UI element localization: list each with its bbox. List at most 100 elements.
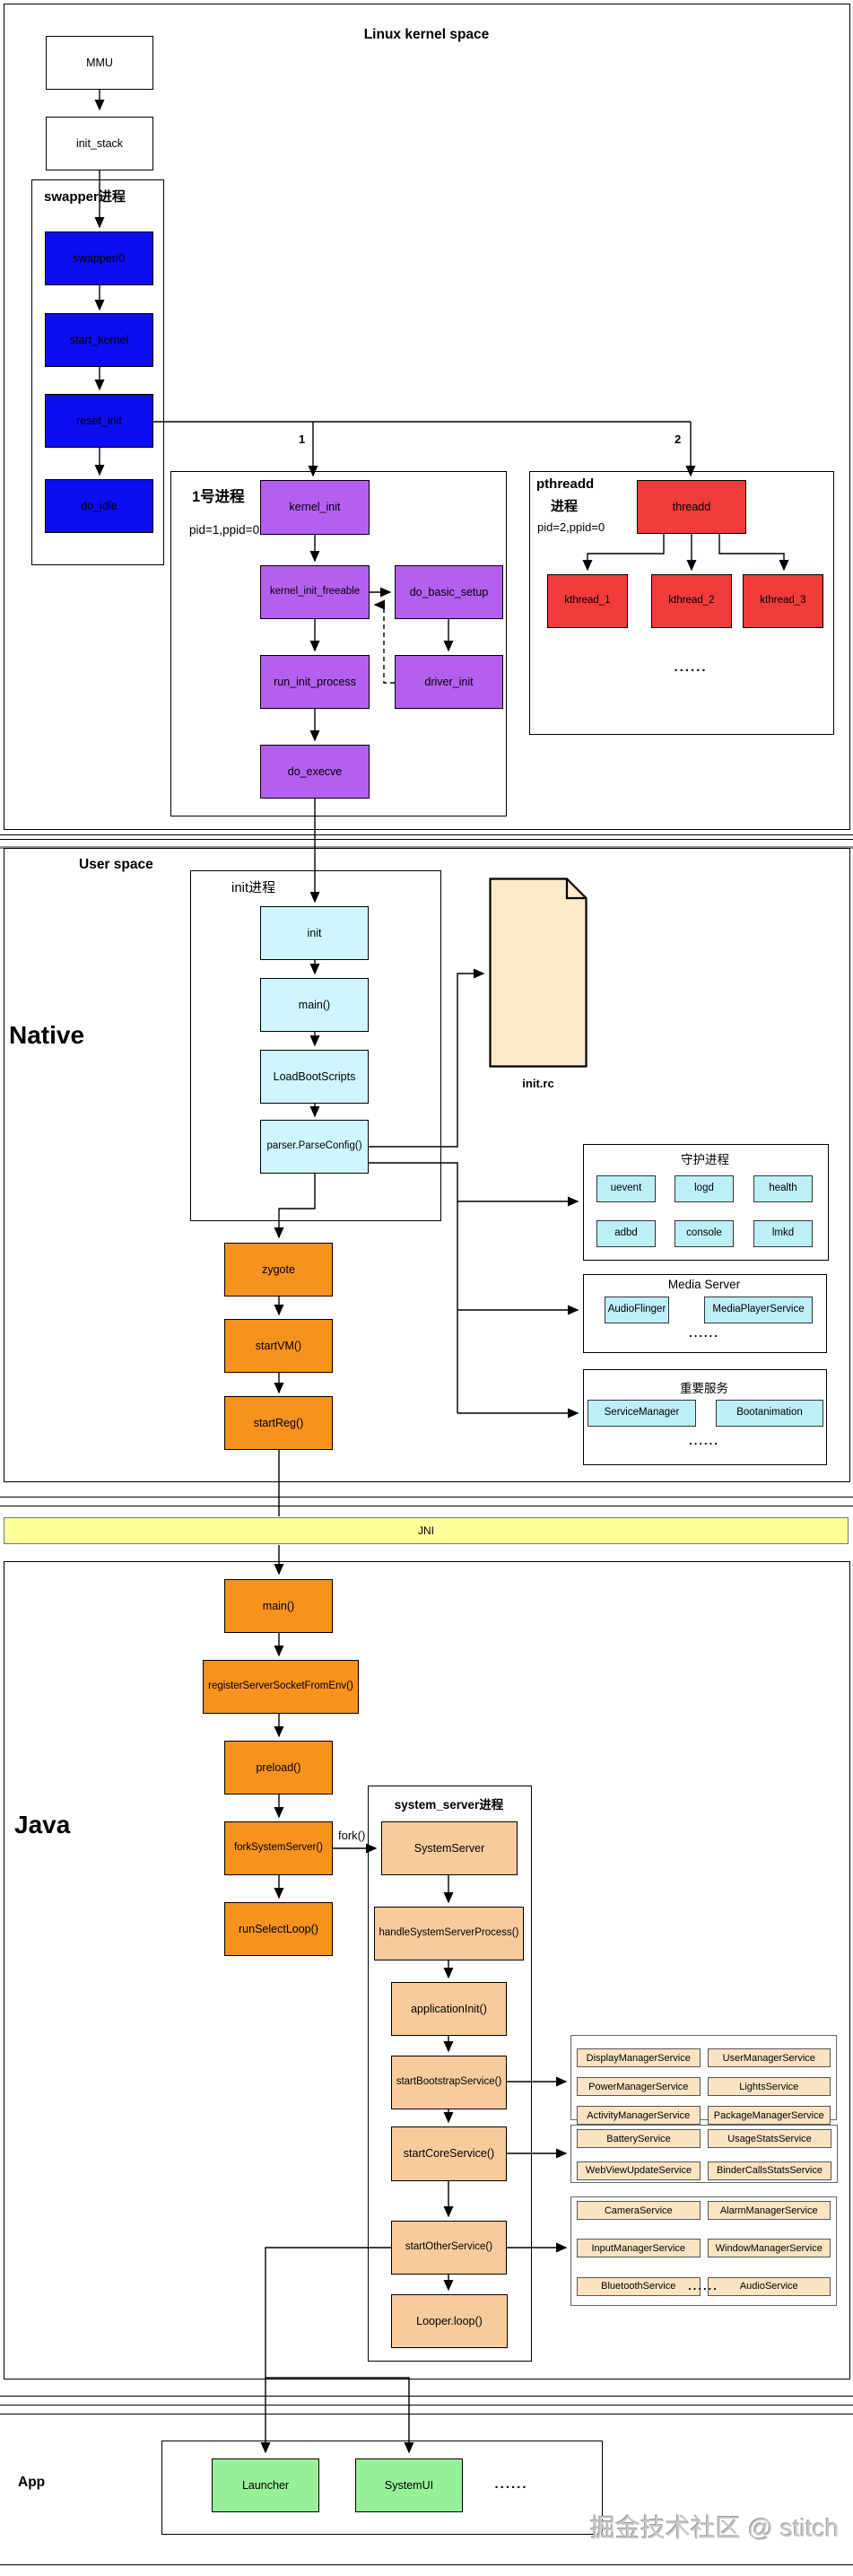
registerserversocketfromenv-node: registerServerSocketFromEnv(): [203, 1660, 359, 1714]
service-item: LightsService: [707, 2077, 831, 2096]
pthreadd-title-line1: pthreadd: [536, 476, 595, 492]
other-services-ellipsis: ......: [688, 2279, 718, 2292]
kthread2-node: kthread_2: [651, 574, 732, 628]
service-item: BinderCallsStatsService: [708, 2161, 831, 2180]
system-server-title: system_server进程: [394, 1798, 504, 1812]
pid1-process-title: 1号进程: [192, 489, 245, 505]
separator-line: [0, 839, 853, 840]
startbootstrapservice-node: startBootstrapService(): [391, 2056, 507, 2109]
console-node: console: [675, 1220, 734, 1247]
service-item: AudioService: [707, 2276, 831, 2296]
daemon-group-container: [583, 1144, 829, 1261]
lmkd-node: lmkd: [753, 1220, 813, 1247]
applicationinit-node: applicationInit(): [391, 1982, 507, 2036]
loadbootscripts-node: LoadBootScripts: [260, 1050, 369, 1104]
user-space-label: User space: [79, 857, 153, 872]
preload-node: preload(): [224, 1741, 333, 1794]
init-rc-label: init.rc: [522, 1077, 554, 1090]
init-rc-document: [489, 878, 588, 1068]
uevent-node: uevent: [596, 1175, 656, 1202]
pid1-pid-text: pid=1,ppid=0: [189, 523, 260, 537]
app-ellipsis: ......: [494, 2476, 528, 2492]
zygote-node: zygote: [224, 1243, 333, 1297]
handlesystemserverprocess-node: handleSystemServerProcess(): [374, 1907, 524, 1960]
init-process-container: [190, 870, 441, 1221]
native-section-label: Native: [9, 1021, 85, 1049]
pid1-process-container: [170, 471, 507, 816]
other-services-group: CameraService AlarmManagerService InputM…: [570, 2196, 837, 2306]
service-item: AlarmManagerService: [707, 2201, 831, 2220]
startcoreservice-node: startCoreService(): [391, 2126, 507, 2181]
mmu-node: MMU: [46, 36, 153, 90]
core-services-group: BatteryService UsageStatsService WebView…: [570, 2125, 838, 2183]
separator-line: [0, 834, 853, 835]
driver-init-node: driver_init: [395, 655, 503, 709]
run-init-process-node: run_init_process: [260, 655, 370, 709]
kernel-init-freeable-node: kernel_init_freeable: [260, 565, 370, 619]
kthread3-node: kthread_3: [743, 574, 823, 628]
service-item: CameraService: [577, 2201, 701, 2220]
kthread1-node: kthread_1: [547, 574, 628, 628]
startotherservice-node: startOtherService(): [391, 2221, 507, 2275]
audioflinger-node: AudioFlinger: [605, 1297, 669, 1323]
adbd-node: adbd: [596, 1220, 656, 1247]
runselectloop-node: runSelectLoop(): [224, 1902, 333, 1956]
kernel-section-title: Linux kernel space: [363, 27, 490, 42]
service-item: WindowManagerService: [707, 2239, 831, 2258]
separator-line: [0, 2405, 853, 2406]
jni-bar: JNI: [4, 1517, 849, 1544]
branch-label-1: 1: [299, 432, 306, 446]
do-execve-node: do_execve: [260, 745, 370, 799]
systemserver-node: SystemServer: [381, 1821, 518, 1875]
pthreadd-ellipsis: ......: [674, 659, 708, 675]
java-section: [4, 1561, 850, 2380]
swapper-process-title: swapper进程: [44, 189, 126, 205]
service-item: PackageManagerService: [707, 2106, 831, 2125]
mediaplayerservice-node: MediaPlayerService: [704, 1297, 813, 1323]
page-bottom-line: [0, 2564, 853, 2565]
app-container: [161, 2441, 603, 2535]
pthreadd-pid-text: pid=2,ppid=0: [537, 520, 605, 534]
media-server-title: Media Server: [667, 1278, 741, 1291]
swapper0-node: swapper/0: [45, 231, 153, 285]
threadd-node: threadd: [637, 480, 746, 534]
startreg-node: startReg(): [224, 1396, 333, 1450]
jni-label: JNI: [418, 1524, 434, 1537]
service-item: UserManagerService: [707, 2048, 831, 2067]
bootanimation-node: Bootanimation: [716, 1400, 823, 1427]
important-services-ellipsis: ......: [689, 1434, 719, 1447]
kernel-space-section: [4, 4, 850, 830]
branch-label-2: 2: [675, 432, 682, 446]
logd-node: logd: [675, 1175, 734, 1202]
reset-init-node: reset_init: [45, 394, 153, 448]
init-node: init: [260, 906, 369, 960]
service-item: DisplayManagerService: [577, 2048, 701, 2067]
important-services-container: [583, 1369, 827, 1465]
parser-parseconfig-node: parser.ParseConfig(): [260, 1120, 369, 1174]
service-item: PowerManagerService: [577, 2077, 701, 2096]
media-server-container: [583, 1274, 827, 1353]
separator-line: [0, 1497, 853, 1498]
startvm-node: startVM(): [224, 1319, 333, 1373]
forksystemserver-node: forkSystemServer(): [224, 1821, 333, 1875]
service-item: BluetoothService: [577, 2276, 701, 2296]
health-node: health: [753, 1175, 813, 1202]
main-node-java: main(): [224, 1579, 333, 1633]
init-stack-node: init_stack: [46, 117, 153, 170]
bootstrap-services-group: DisplayManagerService UserManagerService…: [570, 2035, 837, 2125]
important-services-title: 重要服务: [680, 1382, 728, 1395]
daemon-group-title: 守护进程: [681, 1153, 729, 1166]
swapper-process-container: [31, 179, 164, 565]
systemui-node: SystemUI: [355, 2458, 463, 2512]
init-process-title: init进程: [231, 880, 276, 895]
media-server-ellipsis: ......: [689, 1326, 719, 1340]
separator-thick-line: [0, 846, 853, 849]
servicemanager-node: ServiceManager: [588, 1400, 696, 1427]
service-item: InputManagerService: [577, 2239, 701, 2258]
service-item: ActivityManagerService: [577, 2106, 701, 2125]
separator-line: [0, 2396, 853, 2397]
service-item: BatteryService: [577, 2129, 701, 2148]
do-basic-setup-node: do_basic_setup: [395, 565, 503, 619]
